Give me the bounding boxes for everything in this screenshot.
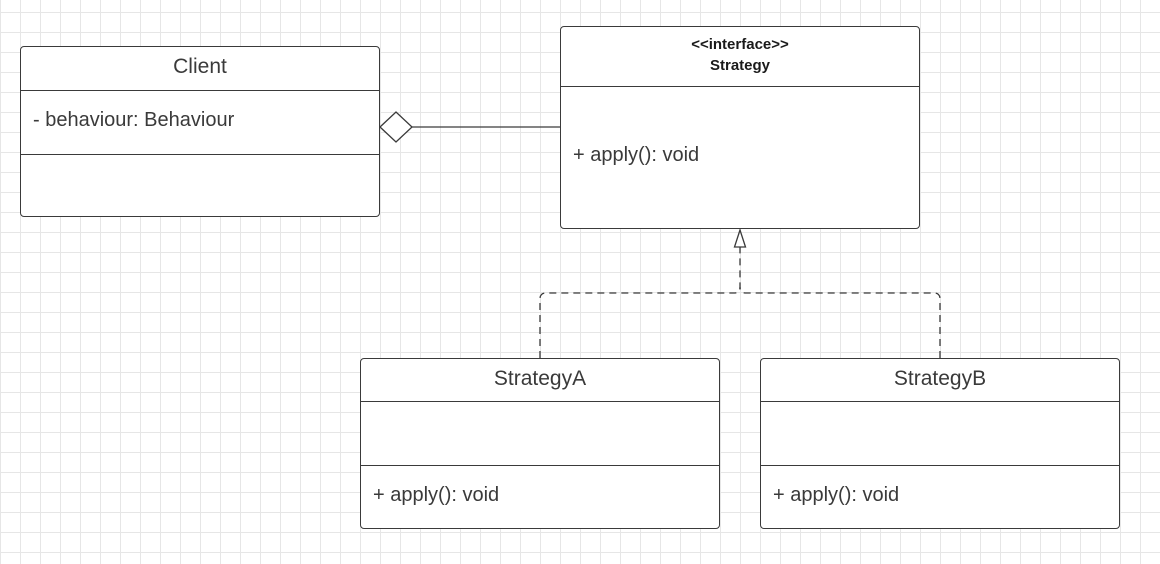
- class-name-strategy: Strategy: [709, 57, 771, 74]
- realization-connector: [539, 247, 941, 358]
- client-operations-compartment: [21, 154, 379, 216]
- interface-stereotype: <<interface>>: [691, 36, 789, 53]
- realization-line-strategy-b: [739, 286, 941, 358]
- class-name-client: Client: [173, 55, 227, 78]
- client-attribute-behaviour: - behaviour: Behaviour: [33, 109, 235, 131]
- client-attributes-compartment: - behaviour: Behaviour: [21, 90, 379, 154]
- strategy-a-operation-apply: + apply(): void: [373, 484, 500, 506]
- strategy-b-attributes-compartment: [761, 401, 1119, 465]
- strategy-b-operation-apply: + apply(): void: [773, 484, 900, 506]
- class-strategy-b[interactable]: StrategyB + apply(): void: [760, 358, 1120, 529]
- interface-strategy[interactable]: <<interface>> Strategy + apply(): void: [560, 26, 920, 229]
- realization-arrowhead: [733, 227, 747, 248]
- class-client[interactable]: Client - behaviour: Behaviour: [20, 46, 380, 217]
- class-strategy-a[interactable]: StrategyA + apply(): void: [360, 358, 720, 529]
- strategy-b-operations-compartment: + apply(): void: [761, 465, 1119, 528]
- strategy-operations-compartment: + apply(): void: [561, 86, 919, 228]
- strategy-a-operations-compartment: + apply(): void: [361, 465, 719, 528]
- realization-line-strategy-a: [539, 247, 741, 358]
- client-name-compartment: Client: [21, 47, 379, 90]
- aggregation-connector: [379, 111, 560, 143]
- strategy-b-name-compartment: StrategyB: [761, 359, 1119, 401]
- strategy-a-attributes-compartment: [361, 401, 719, 465]
- strategy-a-name-compartment: StrategyA: [361, 359, 719, 401]
- strategy-name-compartment: <<interface>> Strategy: [561, 27, 919, 86]
- class-name-strategy-b: StrategyB: [893, 367, 987, 390]
- class-name-strategy-a: StrategyA: [493, 367, 587, 390]
- aggregation-diamond: [379, 111, 413, 143]
- strategy-operation-apply: + apply(): void: [573, 144, 700, 166]
